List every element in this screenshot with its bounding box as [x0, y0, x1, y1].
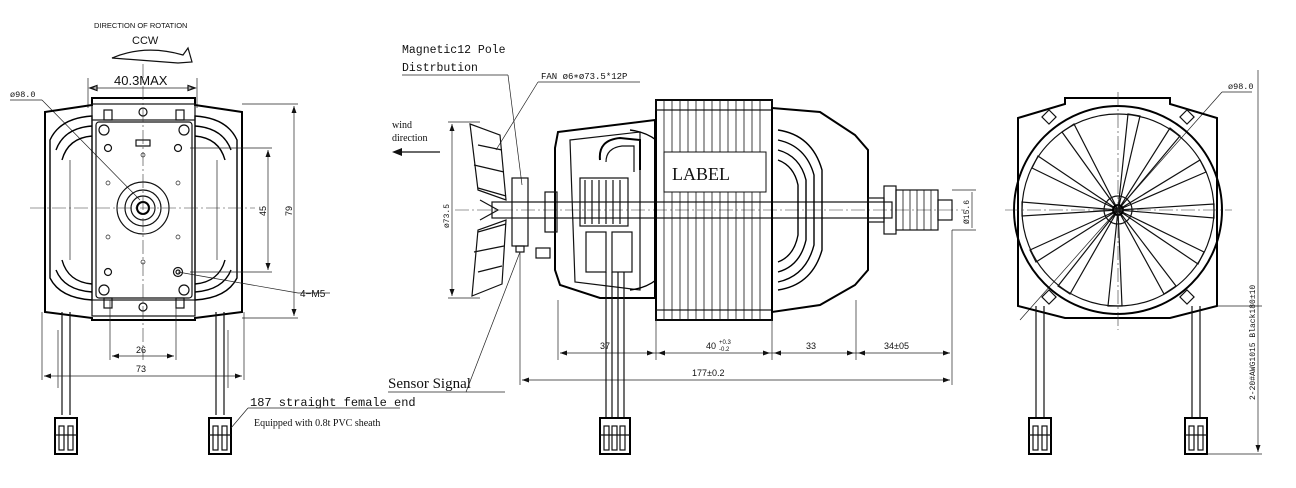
- dim-34: 34±05: [884, 341, 909, 351]
- dim-40: 40: [706, 341, 716, 351]
- front-diameter-label: ø98.0: [10, 90, 36, 100]
- front-plate: [95, 121, 193, 299]
- stator-laminations: [663, 100, 761, 320]
- rear-diameter-label: ø98.0: [1228, 82, 1254, 92]
- label-text: LABEL: [672, 164, 730, 184]
- wire-spec: 2-20#AWG1015 Black180±10: [1249, 285, 1258, 400]
- rear-frame: [1017, 97, 1218, 319]
- terminal-note: 187 straight female end: [250, 396, 416, 410]
- rotation-direction: CCW: [132, 35, 159, 47]
- dim-73: 73: [136, 364, 146, 374]
- magnetic-note-line2: Distrbution: [402, 62, 478, 75]
- dim-40-tol-lower: -0.2: [719, 347, 730, 353]
- front-view: DIRECTION OF ROTATION CCW 40.3MAX ø98.0: [10, 21, 416, 455]
- width-max-dim: 40.3MAX: [114, 73, 168, 88]
- rotation-arrow-icon: [111, 46, 193, 64]
- rear-connector-right: [1184, 417, 1208, 455]
- side-connector: [599, 417, 631, 455]
- rear-view: ø98.0: [1005, 70, 1262, 455]
- front-housing: [771, 106, 869, 314]
- dim-177: 177±0.2: [692, 368, 724, 378]
- rear-connector-left: [1028, 417, 1052, 455]
- wind-arrow-icon: [392, 148, 402, 156]
- side-view: Magnetic12 Pole Distrbution FAN ø6∗ø73.5…: [388, 44, 976, 455]
- fan-spec: FAN ø6∗ø73.5*12P: [541, 72, 627, 82]
- fan-diameter-dim: ø73.5: [443, 204, 452, 228]
- mount-holes-label: 4−M5: [300, 289, 326, 300]
- wind-label-line1: wind: [392, 120, 412, 131]
- shaft-diameter-dim: Ø15.6: [963, 200, 972, 224]
- sheath-note: Equipped with 0.8t PVC sheath: [254, 418, 380, 429]
- magnetic-note-line1: Magnetic12 Pole: [402, 44, 506, 57]
- front-frame: [44, 97, 243, 321]
- fan-blades: [469, 123, 507, 297]
- front-connector-right: [208, 417, 232, 455]
- rear-fan-blades: [1021, 113, 1215, 307]
- dim-37: 37: [600, 341, 610, 351]
- rotation-heading: DIRECTION OF ROTATION: [94, 21, 187, 30]
- label-box: [663, 151, 767, 193]
- front-connector-left: [54, 417, 78, 455]
- dim-26: 26: [136, 345, 146, 355]
- dim-45: 45: [258, 206, 268, 216]
- sensor-signal-label: Sensor Signal: [388, 376, 471, 392]
- wind-label-line2: direction: [392, 133, 428, 144]
- dim-33: 33: [806, 341, 816, 351]
- dim-40-tol-upper: +0.3: [719, 340, 732, 346]
- dim-79: 79: [284, 206, 294, 216]
